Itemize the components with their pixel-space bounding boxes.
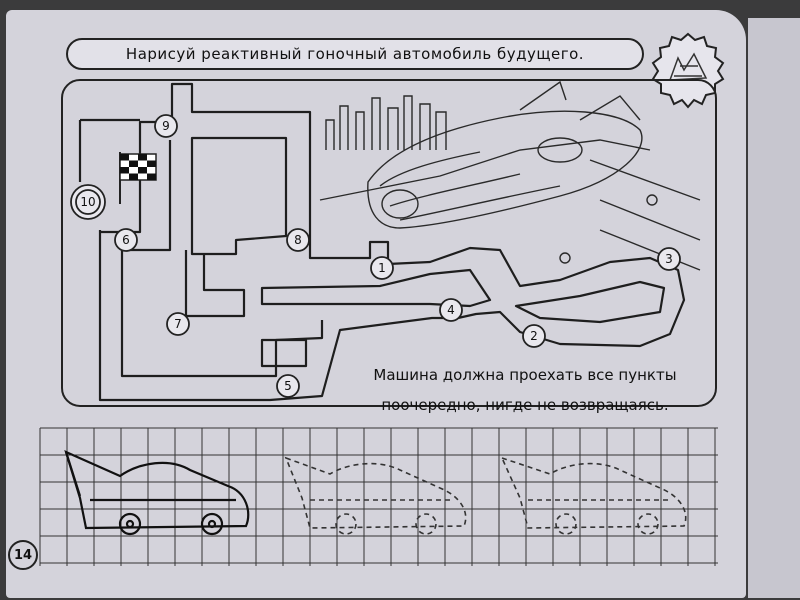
instruction-text: Машина должна проехать все пункты поочер… [340, 360, 710, 420]
checkpoint-3 [657, 247, 681, 271]
checkpoint-label-8: 8 [294, 233, 302, 247]
page-number: 14 [8, 540, 38, 570]
car-sketch-gear-icon [651, 32, 725, 109]
illustration-frame [61, 79, 717, 407]
jet-car-illustration [319, 80, 701, 271]
checkpoint-1 [370, 256, 394, 280]
checkpoint-label-9: 9 [162, 119, 170, 133]
checkpoint-10 [75, 189, 101, 215]
instruction-line-2: поочередно, нигде не возвращаясь. [381, 396, 669, 414]
trace-car-2 [500, 456, 687, 535]
checkpoint-6 [114, 228, 138, 252]
sample-car-drawing [64, 450, 250, 536]
checkpoint-label-6: 6 [122, 233, 130, 247]
checkpoint-5 [276, 374, 300, 398]
road-maze [78, 82, 686, 402]
checkpoint-label-10: 10 [80, 195, 95, 209]
checkpoint-7 [166, 312, 190, 336]
page-title-text: Нарисуй реактивный гоночный автомобиль б… [125, 45, 585, 63]
drawing-grid [39, 427, 718, 566]
checkpoint-label-4: 4 [447, 303, 455, 317]
checkpoint-8 [286, 228, 310, 252]
checkpoint-label-7: 7 [174, 317, 182, 331]
checkpoint-9 [154, 114, 178, 138]
checkpoint-label-2: 2 [530, 329, 538, 343]
next-page-edge [748, 18, 800, 598]
checkpoint-4 [439, 298, 463, 322]
page-number-text: 14 [13, 547, 33, 563]
trace-car-1 [284, 456, 467, 535]
checkered-flag-icon [119, 152, 157, 204]
checkpoint-2 [522, 324, 546, 348]
page-title: Нарисуй реактивный гоночный автомобиль б… [66, 38, 644, 70]
checkpoints [70, 114, 681, 398]
checkpoint-label-5: 5 [284, 379, 292, 393]
instruction-line-1: Машина должна проехать все пункты [373, 366, 677, 384]
checkpoint-label-1: 1 [378, 261, 386, 275]
checkpoint-label-3: 3 [665, 252, 673, 266]
